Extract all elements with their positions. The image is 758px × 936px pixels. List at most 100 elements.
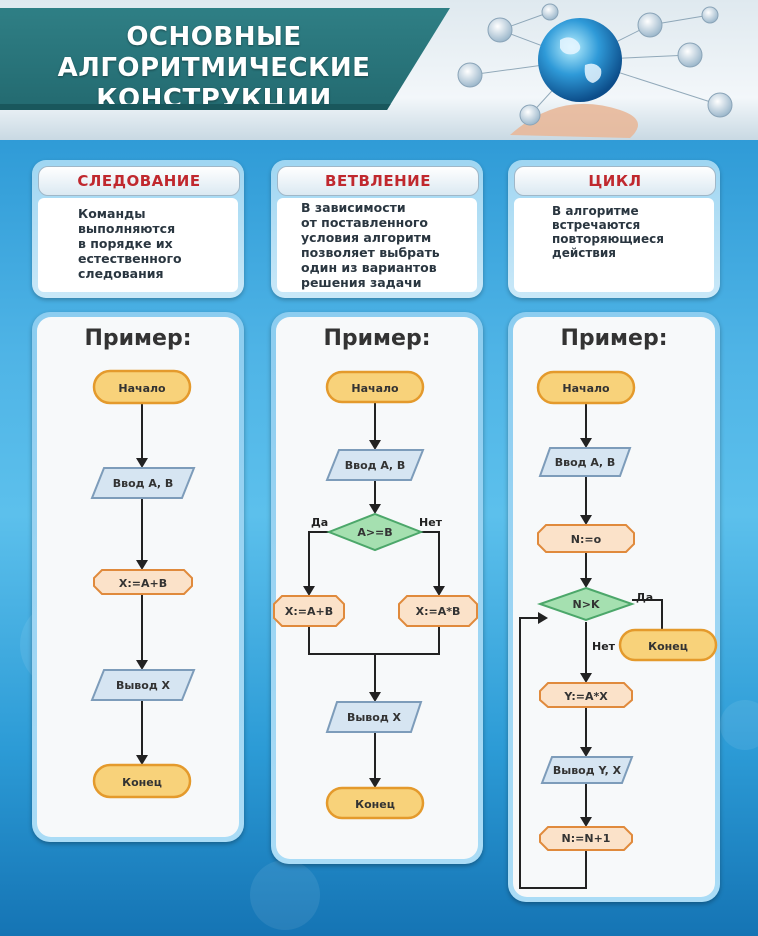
arrowhead [369,440,381,450]
end-terminal [618,628,718,662]
sequence-example-panel: Пример: Начало Ввод А, В Х:=А+В Вывод [32,312,244,842]
arrowhead [369,692,381,702]
input-parallelogram [90,467,196,499]
loop-header-card: ЦИКЛ В алгоритме встречаются повторяющие… [508,160,720,298]
background-bokeh [250,860,320,930]
input-label: Ввод А, В [113,477,174,490]
increment-block [539,826,633,851]
network-node-icon [487,17,513,43]
input-label: Ввод А, В [555,456,616,469]
description-line: один из вариантов [301,260,437,275]
process-yes-label: Х:=А+В [285,605,333,618]
title-ribbon: ОСНОВНЫЕ АЛГОРИТМИЧЕСКИЕ КОНСТРУКЦИИ [0,8,450,110]
description-line: от поставленного [301,215,429,230]
loop-example-panel: Пример: Начало [508,312,720,902]
title-line-2: АЛГОРИТМИЧЕСКИЕ [57,53,371,83]
input-parallelogram [538,447,632,477]
process-yes-block [273,595,345,627]
loop-description-box: В алгоритме встречаются повторяющиеся де… [514,198,714,292]
description-line: условия алгоритм [301,230,432,245]
sequence-flowchart: Начало Ввод А, В Х:=А+В Вывод Х Конец [90,369,196,799]
end-label: Конец [122,776,162,789]
start-label: Начало [118,382,166,395]
increment-label: N:=N+1 [562,832,611,845]
output-label: Вывод Х [116,679,171,692]
background-bokeh [720,700,758,750]
arrowhead [136,755,148,765]
branching-header-card: ВЕТВЛЕНИЕ В зависимости от поставленного… [271,160,483,298]
yes-label: Да [636,591,653,604]
start-terminal [92,369,192,405]
branching-example-panel: Пример: Начало Ввод [271,312,483,864]
arrowhead [369,778,381,788]
no-label: Нет [419,516,443,529]
flow-arrow [632,599,663,630]
arrowhead [580,817,592,827]
network-node-icon [701,6,719,24]
arrowhead [303,586,315,596]
branching-description-box: В зависимости от поставленного условия а… [277,198,477,292]
loop-flowchart: Начало Ввод А, В N:=o N>K Да Нет Конец Y… [519,370,718,889]
description-line: В алгоритме [552,204,639,218]
arrowhead [580,673,592,683]
process-no-block [398,595,478,627]
description-line: следования [78,266,164,281]
init-label: N:=o [571,533,602,546]
branching-description: В зависимости от поставленного условия а… [301,200,440,290]
arrowhead [433,586,445,596]
description-line: встречаются [552,218,641,232]
start-terminal [536,370,636,405]
end-label: Конец [355,798,395,811]
process-block [93,569,193,595]
no-label: Нет [592,640,616,653]
init-block [537,524,635,553]
description-line: повторяющиеся [552,232,664,246]
loop-back-arrow [519,617,587,889]
network-node-icon [519,104,541,126]
network-globe-illustration [457,3,733,138]
output-label: Вывод Y, X [553,764,622,777]
sequence-example-label: Пример: [84,326,192,351]
arrowhead [580,515,592,525]
network-node-icon [707,92,733,118]
start-terminal [325,370,425,404]
output-parallelogram [325,701,423,733]
hand-shape [510,103,638,138]
sequence-description-box: Команды выполняются в порядке их естеств… [38,198,238,292]
process-label: Y:=A*X [563,690,608,703]
start-label: Начало [562,382,610,395]
process-block [539,682,633,708]
arrowhead [136,458,148,468]
start-label: Начало [351,382,399,395]
loop-header: ЦИКЛ [514,166,716,196]
arrowhead [136,660,148,670]
input-label: Ввод А, В [345,459,406,472]
yes-label: Да [311,516,328,529]
process-no-label: Х:=А*В [416,605,461,618]
arrowhead [538,612,548,624]
branching-header: ВЕТВЛЕНИЕ [277,166,479,196]
output-parallelogram [90,669,196,701]
page-title: ОСНОВНЫЕ АЛГОРИТМИЧЕСКИЕ КОНСТРУКЦИИ [24,22,404,110]
condition-label: N>K [573,598,600,611]
input-parallelogram [325,449,425,481]
end-terminal [92,763,192,799]
branching-flowchart: Начало Ввод А, В А>=В Да Нет Х:=А+В Х:=А… [273,370,478,820]
network-node-icon [541,3,559,21]
decision-diamond [536,586,636,622]
arrowhead [369,504,381,514]
description-line: В зависимости [301,200,406,215]
arrowhead [580,438,592,448]
output-parallelogram [540,756,634,784]
description-line: в порядке их [78,236,173,251]
condition-label: А>=В [357,526,392,539]
branching-example-label: Пример: [323,326,431,351]
description-line: выполняются [78,221,176,236]
output-label: Вывод Х [347,711,402,724]
title-line-1: ОСНОВНЫЕ [126,22,302,52]
loop-example-label: Пример: [560,326,668,351]
description-line: естественного [78,251,182,266]
sequence-description: Команды выполняются в порядке их естеств… [78,206,182,281]
end-terminal [325,786,425,820]
